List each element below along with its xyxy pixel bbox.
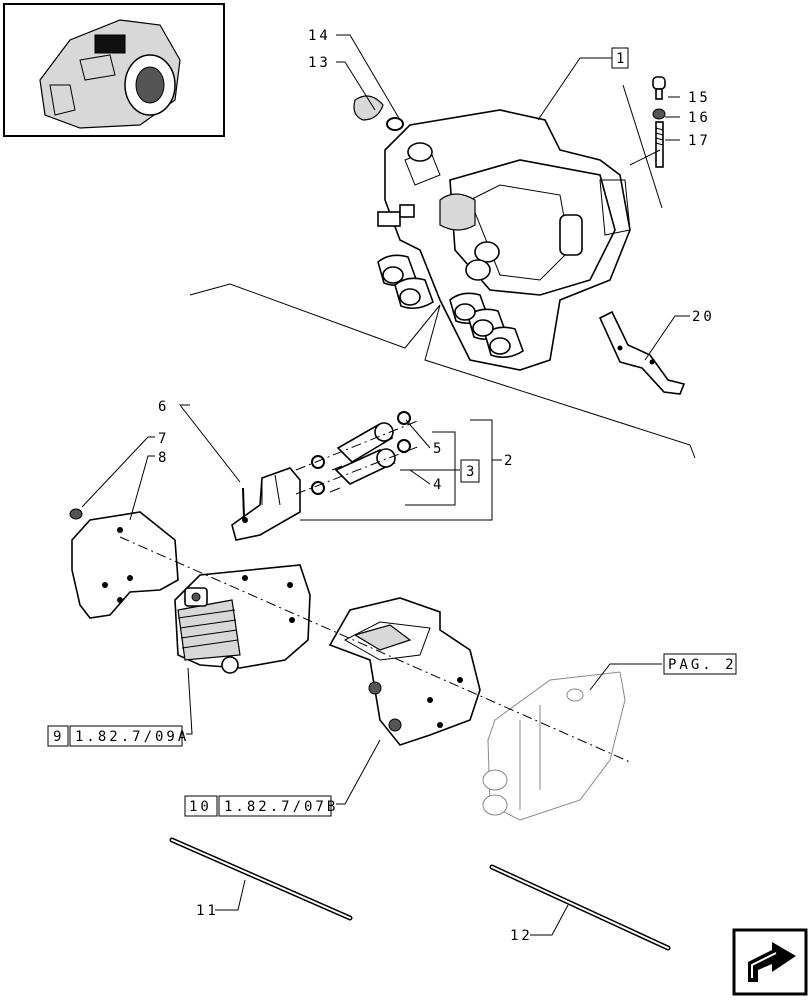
port-fittings-lower: [449, 292, 524, 359]
leader-lines: [81, 34, 690, 936]
washer-part-16: [652, 108, 666, 120]
port-seat: [407, 142, 433, 162]
cover-plate-part-8: [71, 511, 179, 619]
callout-14: 14: [308, 28, 331, 44]
reference-box-9[interactable]: 9 1.82.7/09A: [47, 725, 189, 747]
reference-valve-ghost: [482, 671, 626, 821]
transmission-housing-thumbnail-icon: [39, 19, 181, 129]
callout-4: 4: [433, 477, 444, 493]
screw-part-15: [652, 76, 666, 100]
callout-1-box: 1: [611, 47, 629, 69]
bracket-part-20: [598, 310, 686, 395]
reference-box-10[interactable]: 10 1.82.7/07B: [184, 795, 338, 817]
page-reference-label: PAG. 2: [668, 657, 737, 673]
overview-thumbnail[interactable]: [3, 3, 225, 137]
callout-9: 9: [53, 729, 64, 745]
rod-part-12: [489, 864, 671, 951]
callout-13: 13: [308, 55, 331, 71]
solenoid-cartridges-part-3: [329, 422, 396, 493]
callout-7: 7: [158, 431, 169, 447]
nut-part-7: [69, 508, 83, 520]
callout-10: 10: [189, 799, 212, 815]
page-reference-box[interactable]: PAG. 2: [663, 653, 737, 675]
callout-3-box: 3: [460, 459, 480, 483]
reference-9-label: 1.82.7/09A: [75, 729, 189, 745]
assembly-axis-line: [119, 536, 631, 763]
callout-8: 8: [158, 450, 169, 466]
next-page-button[interactable]: [732, 928, 808, 996]
cartridge-axis-line: [295, 419, 421, 495]
callout-20: 20: [692, 309, 715, 325]
stud-part-17: [655, 121, 664, 168]
assembly-separator-lines: [189, 283, 696, 459]
rod-part-11: [169, 837, 353, 921]
callout-3: 3: [466, 464, 477, 480]
next-page-arrow-icon: [748, 942, 796, 982]
reference-10-label: 1.82.7/07B: [224, 799, 338, 815]
callout-12: 12: [510, 928, 533, 944]
callout-16: 16: [688, 110, 711, 126]
valve-assembly-main: [377, 109, 631, 371]
callout-11: 11: [196, 903, 219, 919]
callout-6: 6: [158, 399, 169, 415]
control-valve-part-9: [174, 564, 311, 674]
control-valve-part-10: [328, 597, 481, 746]
o-ring-part-14: [386, 117, 404, 131]
callout-5: 5: [433, 441, 444, 457]
bolt-part-6: [242, 487, 245, 519]
callout-1: 1: [616, 51, 627, 67]
callout-17: 17: [688, 133, 711, 149]
port-fittings-left: [377, 254, 434, 310]
callout-2: 2: [504, 453, 515, 469]
callout-15: 15: [688, 90, 711, 106]
plug-part-13: [353, 95, 384, 121]
valve-body-part-2: [231, 467, 301, 541]
